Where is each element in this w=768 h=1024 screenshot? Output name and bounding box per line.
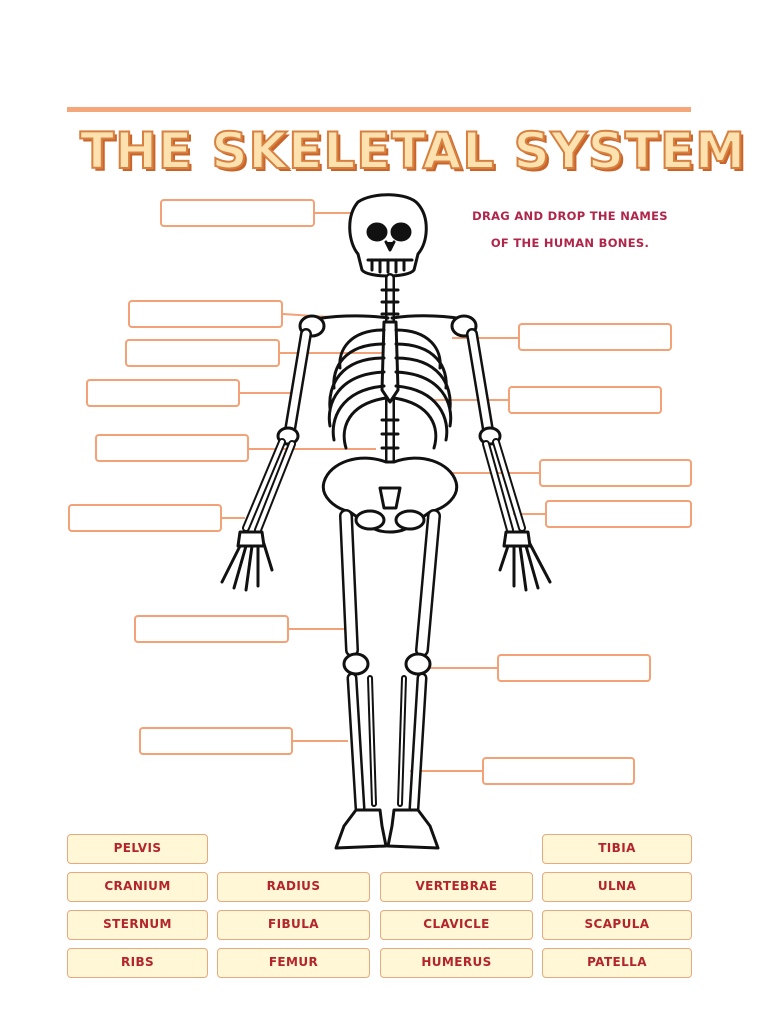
drop-zone-14[interactable] — [482, 757, 635, 785]
drop-zone-12[interactable] — [545, 500, 692, 528]
word-fibula[interactable]: FIBULA — [217, 910, 370, 940]
word-vertebrae[interactable]: VERTEBRAE — [380, 872, 533, 902]
word-patella[interactable]: PATELLA — [542, 948, 692, 978]
word-cranium[interactable]: CRANIUM — [67, 872, 208, 902]
drop-zone-11[interactable] — [539, 459, 692, 487]
top-rule — [67, 107, 691, 112]
instruction-line-1: DRAG AND DROP THE NAMES — [472, 209, 668, 223]
word-sternum[interactable]: STERNUM — [67, 910, 208, 940]
drop-zone-2[interactable] — [128, 300, 283, 328]
drop-zone-1[interactable] — [160, 199, 315, 227]
drop-zone-6[interactable] — [68, 504, 222, 532]
word-tibia[interactable]: TIBIA — [542, 834, 692, 864]
word-humerus[interactable]: HUMERUS — [380, 948, 533, 978]
drop-zone-3[interactable] — [125, 339, 280, 367]
drop-zone-5[interactable] — [95, 434, 249, 462]
instruction-line-2: OF THE HUMAN BONES. — [490, 236, 650, 250]
word-pelvis[interactable]: PELVIS — [67, 834, 208, 864]
drop-zone-10[interactable] — [508, 386, 662, 414]
instructions: DRAG AND DROP THE NAMES OF THE HUMAN BON… — [455, 203, 685, 257]
word-ulna[interactable]: ULNA — [542, 872, 692, 902]
drop-zone-13[interactable] — [497, 654, 651, 682]
drop-zone-4[interactable] — [86, 379, 240, 407]
word-radius[interactable]: RADIUS — [217, 872, 370, 902]
word-clavicle[interactable]: CLAVICLE — [380, 910, 533, 940]
word-scapula[interactable]: SCAPULA — [542, 910, 692, 940]
word-femur[interactable]: FEMUR — [217, 948, 370, 978]
page-title: THE SKELETAL SYSTEM — [79, 121, 746, 181]
drop-zone-9[interactable] — [518, 323, 672, 351]
word-ribs[interactable]: RIBS — [67, 948, 208, 978]
drop-zone-7[interactable] — [134, 615, 289, 643]
drop-zone-8[interactable] — [139, 727, 293, 755]
skeleton-illustration — [220, 193, 552, 850]
